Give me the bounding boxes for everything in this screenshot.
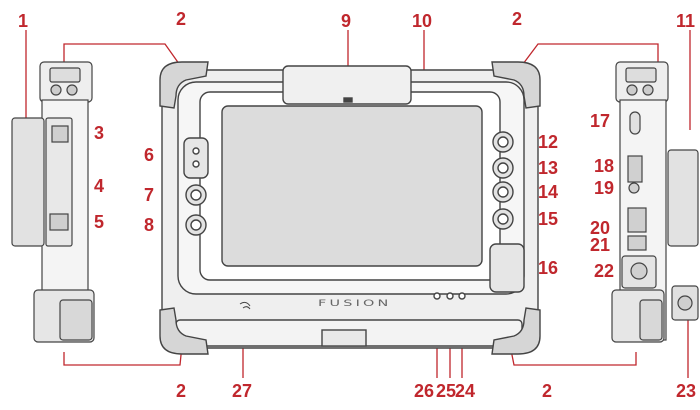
callout-27: 27 [232, 381, 253, 401]
callout-16: 16 [538, 258, 559, 278]
callout-3: 3 [94, 123, 105, 143]
callout-25: 25 [436, 381, 457, 401]
callout-8: 8 [144, 215, 155, 235]
callout-23: 23 [676, 381, 697, 401]
callout-2: 2 [176, 9, 187, 29]
callout-9: 9 [341, 11, 352, 31]
callout-26: 26 [414, 381, 435, 401]
callout-7: 7 [144, 185, 155, 205]
front-view [159, 61, 541, 355]
callout-24: 24 [455, 381, 476, 401]
callout-2: 2 [512, 9, 523, 29]
callout-22: 22 [594, 261, 615, 281]
callout-15: 15 [538, 209, 559, 229]
leader-line [63, 43, 183, 72]
leader-line [63, 344, 183, 366]
callout-2: 2 [542, 381, 553, 401]
callout-4: 4 [94, 176, 105, 196]
callout-17: 17 [590, 111, 611, 131]
leader-line [519, 43, 659, 72]
callout-13: 13 [538, 158, 559, 178]
right-side-view [611, 61, 699, 343]
callout-1: 1 [18, 11, 29, 31]
callout-14: 14 [538, 182, 559, 202]
callout-2: 2 [176, 381, 187, 401]
callout-11: 11 [676, 11, 696, 31]
callout-19: 19 [594, 178, 615, 198]
left-side-view [11, 61, 95, 343]
callout-5: 5 [94, 212, 105, 232]
callout-18: 18 [594, 156, 615, 176]
leader-line [509, 344, 637, 366]
callout-10: 10 [412, 11, 433, 31]
callout-6: 6 [144, 145, 155, 165]
brand-logo: FUSION [318, 299, 392, 309]
callout-20: 20 [590, 218, 611, 238]
screen [221, 105, 483, 267]
callout-12: 12 [538, 132, 559, 152]
callout-21: 21 [590, 235, 611, 255]
